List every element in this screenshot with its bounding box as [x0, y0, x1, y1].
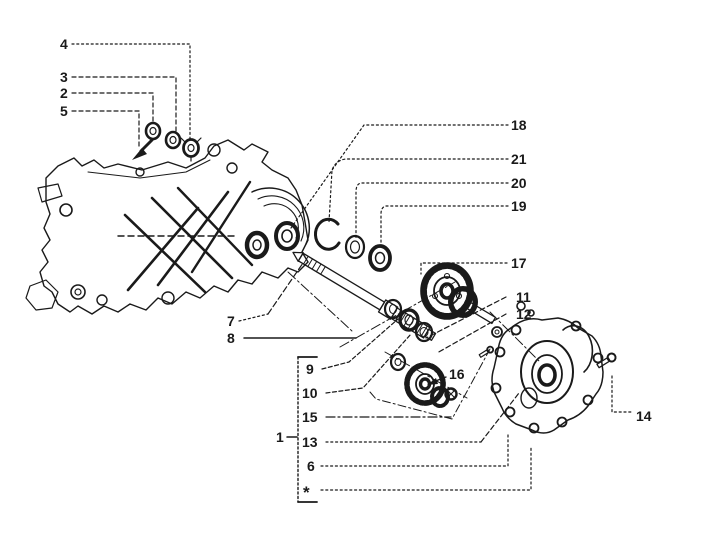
leader-17: [420, 262, 508, 275]
callout-18: 18: [511, 117, 527, 133]
part-20-spacer-drawing: [344, 234, 366, 260]
gearbox-cover-assembly: [478, 301, 617, 434]
castle-nut-drawing: [444, 387, 458, 401]
part-17-gear-drawing: [420, 262, 497, 325]
part-3-ring-drawing: [164, 130, 182, 150]
callout-8: 8: [227, 330, 235, 346]
cover-bolt-bosses: [490, 320, 604, 434]
callout-2: 2: [60, 85, 68, 101]
callout-16: 16: [449, 366, 465, 382]
callout-7: 7: [227, 313, 235, 329]
callout-4: 4: [60, 36, 68, 52]
small-ring-above-gear16: [389, 352, 407, 372]
crankcase-bosses: [59, 143, 238, 306]
loose-parts-top-left: [132, 121, 202, 162]
cover-front-bolt-drawing: [478, 345, 495, 358]
crankcase-drawing: [25, 139, 311, 315]
upper-bearing-train: [274, 217, 392, 272]
callout-19: 19: [511, 198, 527, 214]
callout-10: 10: [302, 385, 318, 401]
part-19-bearing-drawing: [368, 244, 392, 272]
leader-9: [321, 318, 399, 370]
group-1-bracket: [297, 356, 318, 503]
washer-ring-a: [383, 298, 403, 320]
washer-train: [383, 298, 434, 372]
leader-star: [320, 447, 532, 491]
part-18-bearing-drawing: [274, 221, 300, 251]
assembly-direction-arrow: [132, 138, 154, 160]
washer-ring-b: [398, 308, 420, 332]
leader-10: [325, 333, 412, 394]
part-14-bolt-drawing: [596, 352, 617, 369]
wheel-axle-drawing: [292, 251, 437, 341]
crankcase-inner-edge: [87, 159, 211, 179]
leader-19: [380, 205, 509, 249]
washer-ring-c: [414, 321, 434, 343]
crankcase-outline: [39, 139, 309, 315]
callout-15: 15: [302, 409, 318, 425]
leader-14: [611, 375, 632, 413]
callout-12: 12: [516, 306, 532, 322]
callout-17: 17: [511, 255, 527, 271]
cover-outline: [491, 317, 604, 434]
callout-11: 11: [516, 289, 531, 305]
leader-lines: [71, 43, 632, 491]
cover-hub: [520, 325, 594, 409]
callout-1: 1: [276, 429, 284, 445]
callout-5: 5: [60, 103, 68, 119]
callout-9: 9: [306, 361, 314, 377]
callout-6: 6: [307, 458, 315, 474]
cover-small-rings: [491, 301, 535, 338]
leader-4: [71, 43, 191, 141]
callout-21: 21: [511, 151, 527, 167]
part-2-ring-drawing: [144, 121, 162, 141]
leader-3: [71, 76, 177, 134]
leader-7b: [267, 262, 304, 315]
leader-20: [355, 182, 509, 239]
callout-13: 13: [302, 434, 318, 450]
bearing-seat-drawing: [244, 230, 270, 260]
leader-5: [71, 110, 140, 149]
crankcase-lug: [37, 183, 63, 203]
part-4-nut-drawing: [180, 137, 202, 162]
crankcase-rib-lattice: [117, 180, 254, 294]
leader-2: [71, 92, 154, 125]
part-21-circlip-drawing: [313, 217, 341, 251]
leader-12: [436, 313, 507, 354]
leader-6: [320, 432, 509, 467]
callout-labels: 4 3 2 5 18 21 20 19 17 11 12 16 14 7 8 9…: [60, 36, 652, 502]
leader-13b: [480, 392, 520, 443]
leader-7a: [238, 313, 269, 322]
callout-14: 14: [636, 408, 652, 424]
crankcase-foot: [25, 279, 59, 311]
callout-star: *: [303, 483, 310, 502]
leader-16-arrow: [427, 376, 447, 385]
callout-20: 20: [511, 175, 527, 191]
callout-3: 3: [60, 69, 68, 85]
leader-11: [425, 296, 507, 339]
leader-18: [290, 124, 509, 229]
part-16-gear-drawing: [404, 362, 458, 408]
